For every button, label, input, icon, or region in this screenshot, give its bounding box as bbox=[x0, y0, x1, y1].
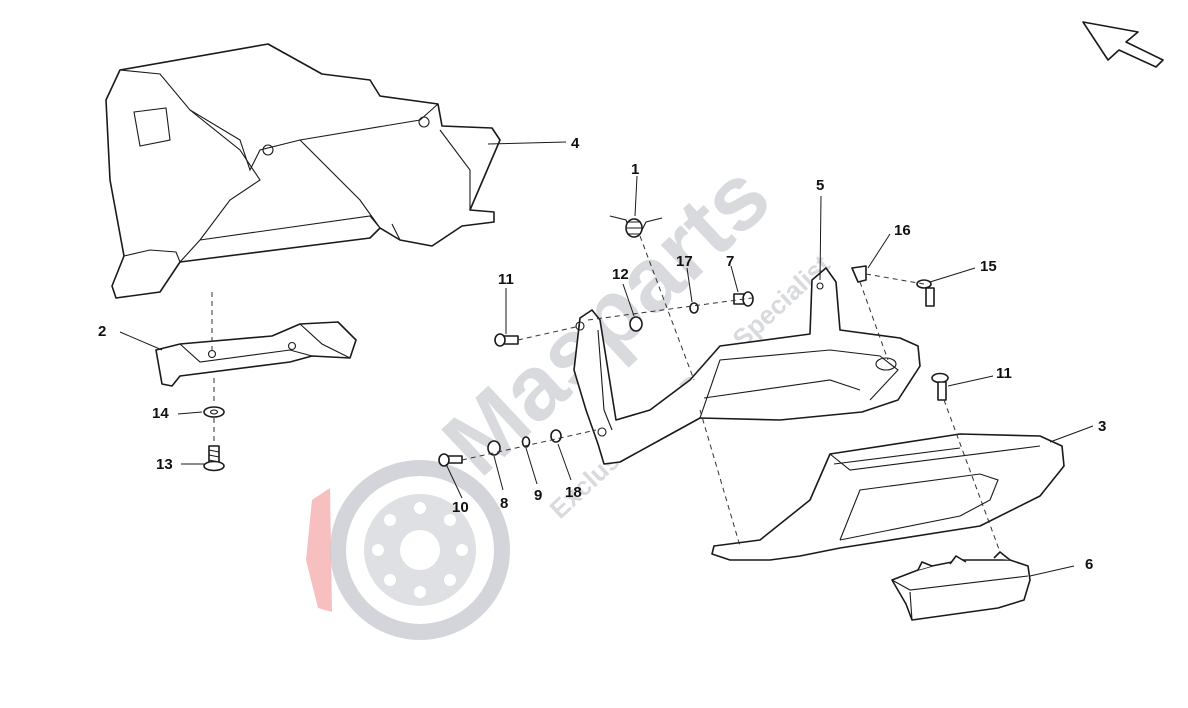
callout-6: 6 bbox=[1085, 556, 1093, 573]
callout-5: 5 bbox=[816, 177, 824, 194]
part-13-screw bbox=[203, 445, 225, 472]
callout-4: 4 bbox=[571, 135, 580, 152]
callout-3: 3 bbox=[1098, 418, 1106, 435]
callout-8: 8 bbox=[500, 495, 508, 512]
callout-14: 14 bbox=[152, 405, 169, 422]
part-14-washer bbox=[203, 406, 225, 418]
part-16-cap bbox=[851, 265, 867, 283]
part-11-bolt-upper bbox=[494, 333, 519, 347]
part-18-bushing bbox=[550, 429, 562, 443]
callout-13: 13 bbox=[156, 456, 173, 473]
callout-9: 9 bbox=[534, 487, 542, 504]
part-1-spring bbox=[609, 215, 663, 238]
callout-1: 1 bbox=[631, 161, 639, 178]
assembly-lines bbox=[211, 235, 1001, 553]
part-9-washer bbox=[521, 436, 531, 448]
watermark-brake-disc-logo bbox=[306, 460, 510, 640]
part-10-bolt bbox=[438, 453, 463, 467]
callouts: 1 2 3 4 5 6 7 8 9 10 11 11 12 13 14 15 1… bbox=[98, 135, 1106, 573]
arrow-up-left-icon bbox=[1082, 21, 1164, 68]
part-4-glovebox-housing bbox=[105, 43, 501, 299]
callout-15: 15 bbox=[980, 258, 997, 275]
part-6-latch bbox=[891, 551, 1031, 621]
callout-11-upper: 11 bbox=[498, 271, 514, 288]
part-5-hinge-frame bbox=[573, 267, 921, 465]
part-15-screw bbox=[916, 279, 935, 307]
leader-lines bbox=[119, 141, 1094, 577]
part-2-bracket bbox=[155, 321, 357, 387]
part-12-washer bbox=[629, 316, 643, 332]
callout-16: 16 bbox=[894, 222, 911, 239]
callout-11-lower: 11 bbox=[996, 365, 1012, 382]
callout-2: 2 bbox=[98, 323, 106, 340]
callout-10: 10 bbox=[452, 499, 469, 516]
callout-18: 18 bbox=[565, 484, 582, 501]
callout-12: 12 bbox=[612, 266, 629, 283]
part-3-glovebox-lid bbox=[711, 433, 1065, 561]
callout-7: 7 bbox=[726, 253, 734, 270]
part-11-screw-lower bbox=[931, 372, 949, 401]
part-8-nut bbox=[487, 440, 501, 456]
callout-17: 17 bbox=[676, 253, 693, 270]
part-17-washer bbox=[689, 302, 699, 314]
